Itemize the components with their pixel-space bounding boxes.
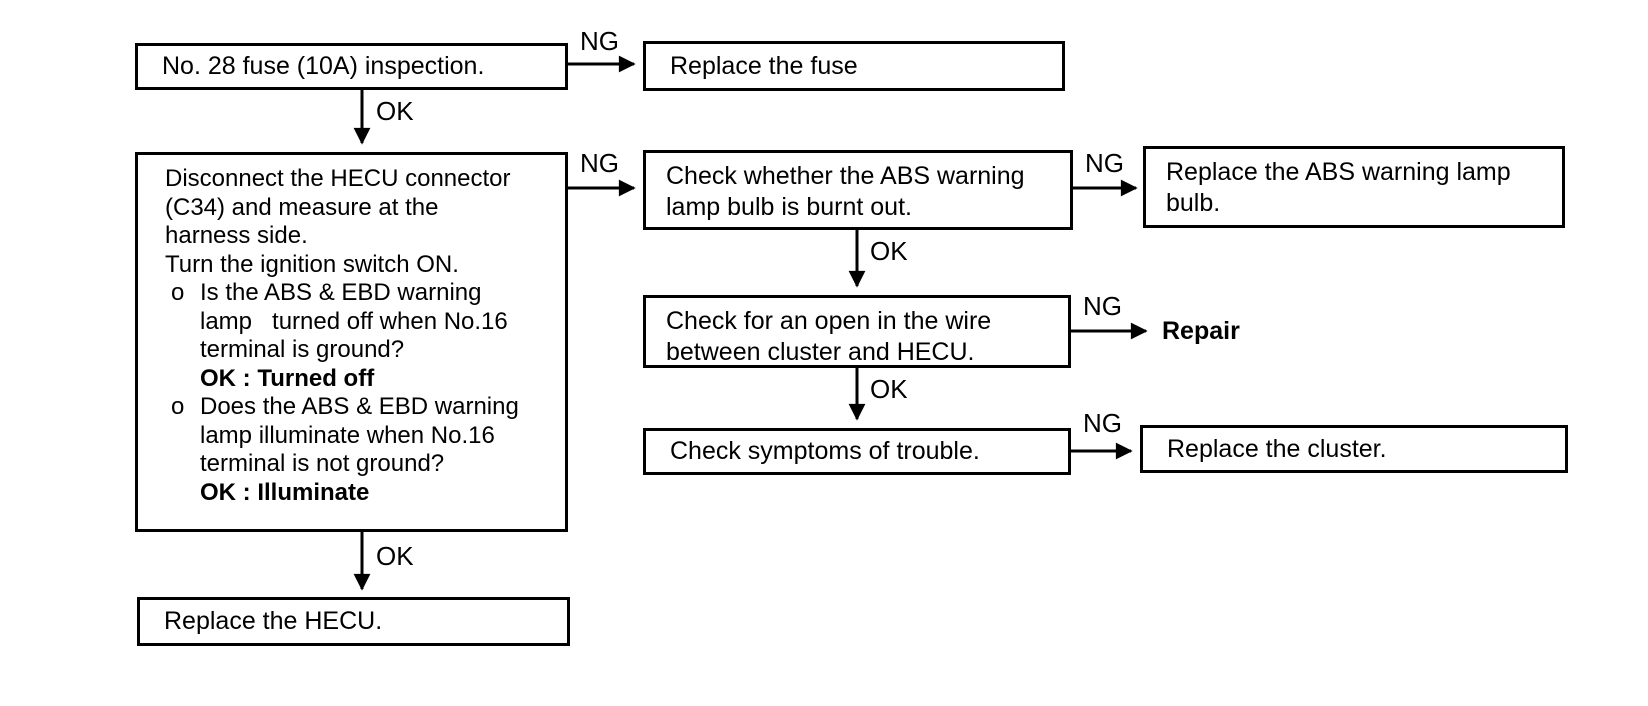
bullet-body: Does the ABS & EBD warning lamp illumina… bbox=[200, 393, 519, 507]
bullet-result: OK : Illuminate bbox=[200, 478, 370, 506]
bullet-item: o Is the ABS & EBD warning lamp turned o… bbox=[138, 279, 557, 393]
node-replace-bulb: Replace the ABS warning lamp bulb. bbox=[1143, 146, 1565, 228]
node-disconnect-hecu-line: (C34) and measure at the bbox=[165, 193, 439, 221]
node-check-bulb-line: Check whether the ABS warning bbox=[666, 162, 1025, 190]
edge-label-ng: NG bbox=[580, 26, 619, 56]
node-check-wire-line: Check for an open in the wire bbox=[666, 307, 992, 335]
bullet-line: lamp turned off when No.16 bbox=[200, 307, 508, 335]
bullet-marker: o bbox=[171, 393, 185, 420]
node-replace-fuse: Replace the fuse bbox=[643, 41, 1065, 91]
node-replace-bulb-line: bulb. bbox=[1166, 189, 1221, 217]
bullet-line: lamp illuminate when No.16 bbox=[200, 421, 495, 449]
node-disconnect-hecu-line: harness side. bbox=[165, 222, 308, 249]
bullet-item: o Does the ABS & EBD warning lamp illumi… bbox=[138, 393, 557, 507]
node-replace-cluster-label: Replace the cluster. bbox=[1167, 434, 1387, 463]
node-check-wire: Check for an open in the wire between cl… bbox=[643, 295, 1071, 368]
node-check-wire-line: between cluster and HECU. bbox=[666, 338, 975, 366]
edge-label-ng: NG bbox=[580, 148, 619, 178]
bullet-result: OK : Turned off bbox=[200, 364, 375, 392]
edge-label-ok: OK bbox=[376, 541, 414, 571]
node-check-bulb: Check whether the ABS warning lamp bulb … bbox=[643, 150, 1073, 230]
node-replace-fuse-label: Replace the fuse bbox=[670, 51, 858, 80]
bullet-line: Does the ABS & EBD warning bbox=[200, 393, 519, 420]
node-check-bulb-line: lamp bulb is burnt out. bbox=[666, 193, 912, 221]
node-check-symptoms-label: Check symptoms of trouble. bbox=[670, 437, 980, 465]
edge-label-ng: NG bbox=[1083, 291, 1122, 321]
edge-label-ng: NG bbox=[1083, 408, 1122, 438]
bullet-line: Is the ABS & EBD warning bbox=[200, 279, 482, 306]
node-replace-cluster: Replace the cluster. bbox=[1140, 425, 1568, 473]
edge-label-ok: OK bbox=[376, 96, 414, 126]
bullet-line: terminal is ground? bbox=[200, 336, 405, 363]
node-disconnect-hecu-line: Turn the ignition switch ON. bbox=[165, 250, 459, 278]
edge-label-ng: NG bbox=[1085, 148, 1124, 178]
node-disconnect-hecu: Disconnect the HECU connector (C34) and … bbox=[135, 152, 568, 532]
node-replace-hecu-label: Replace the HECU. bbox=[164, 607, 383, 635]
edge-label-ok: OK bbox=[870, 236, 908, 266]
bullet-body: Is the ABS & EBD warning lamp turned off… bbox=[200, 279, 508, 393]
bullet-marker: o bbox=[171, 279, 185, 306]
node-replace-bulb-line: Replace the ABS warning lamp bbox=[1166, 158, 1511, 186]
edge-label-ok: OK bbox=[870, 374, 908, 404]
node-repair-label: Repair bbox=[1162, 317, 1240, 345]
node-check-symptoms: Check symptoms of trouble. bbox=[643, 428, 1071, 475]
node-replace-hecu: Replace the HECU. bbox=[137, 597, 570, 646]
node-fuse-inspection-label: No. 28 fuse (10A) inspection. bbox=[162, 52, 485, 80]
bullet-line: terminal is not ground? bbox=[200, 450, 445, 477]
node-disconnect-hecu-line: Disconnect the HECU connector bbox=[165, 165, 511, 192]
node-fuse-inspection: No. 28 fuse (10A) inspection. bbox=[135, 43, 568, 90]
